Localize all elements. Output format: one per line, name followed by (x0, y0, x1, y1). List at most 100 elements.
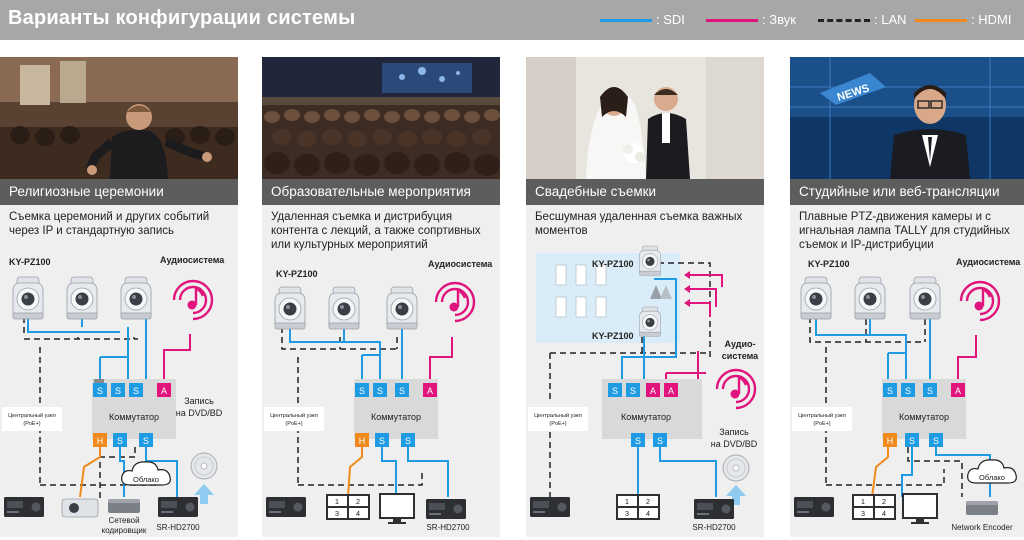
photo-wedding (526, 57, 764, 179)
port-sdi-in-1-label: S (612, 386, 618, 396)
central-unit-label-1: Центральный узел (798, 412, 846, 419)
port-sdi-out-2-label: S (657, 436, 663, 446)
dvd-disc-icon (722, 454, 750, 482)
port-audio-in-1 (646, 383, 660, 397)
dvd-record-label-1: Запись (184, 396, 214, 406)
central-unit-box (264, 407, 324, 431)
port-sdi-in-3 (395, 383, 409, 397)
audio-system-label-1: Аудио- (724, 339, 755, 349)
port-audio-in-2-label: A (668, 386, 674, 396)
port-hdmi-out (355, 433, 369, 447)
legend-lan-label: : LAN (874, 12, 907, 27)
switcher-label: Коммутатор (109, 412, 159, 422)
audio-system-icon (715, 368, 757, 410)
port-sdi-in-1 (883, 383, 897, 397)
port-sdi-in-2 (901, 383, 915, 397)
legend-hdmi-swatch (915, 19, 967, 22)
port-sdi-in-3 (129, 383, 143, 397)
recorder-device-2 (426, 499, 466, 519)
photo-religious (0, 57, 238, 179)
central-unit-label-1: Центральный узел (8, 412, 56, 419)
port-audio-in (157, 383, 171, 397)
camera-model-label: KY-PZ100 (276, 269, 318, 279)
port-sdi-in-1 (93, 383, 107, 397)
central-unit-label-2: (PoE+) (549, 421, 566, 427)
multiview-cell-1: 1 (861, 497, 865, 506)
header-bar: Варианты конфигурации системы : SDI : Зв… (0, 0, 1024, 40)
multiview-display: 1 2 3 4 (616, 494, 660, 520)
program-monitor (379, 493, 415, 524)
panel-studio: NEWS Студийные или веб-трансляции Плавны… (790, 57, 1024, 537)
multiview-cell-3: 3 (335, 509, 339, 518)
multiview-cell-2: 2 (882, 497, 886, 506)
audio-line (957, 335, 977, 383)
dvd-disc-icon (190, 452, 218, 480)
port-sdi-out-1 (375, 433, 389, 447)
ptz-camera-2 (66, 276, 98, 320)
panel-wedding-banner: Свадебные съемки (526, 179, 764, 205)
ptz-camera-1 (639, 245, 661, 276)
multiview-cell-3: 3 (625, 509, 629, 518)
port-sdi-in-1 (355, 383, 369, 397)
camera-model-label: KY-PZ100 (808, 259, 850, 269)
camera-model-label-bottom: KY-PZ100 (592, 331, 634, 341)
switcher-label: Коммутатор (899, 412, 949, 422)
panel-studio-title: Студийные или веб-трансляции (799, 184, 1000, 199)
ptz-camera-3 (386, 286, 418, 330)
panel-education-title: Образовательные мероприятия (271, 184, 471, 199)
recorder-device-1 (266, 497, 306, 517)
dvd-record-label-1: Запись (719, 427, 749, 437)
recorder-device-1 (530, 497, 570, 517)
network-encoder-box (966, 501, 998, 515)
recorder-device-1 (4, 497, 44, 517)
hdmi-line (871, 439, 889, 498)
legend-sdi-label: : SDI (656, 12, 685, 27)
diagram-studio: KY-PZ100 Аудиосистема S S S A Коммутатор… (792, 257, 1021, 532)
multiview-display: 1 2 3 4 (852, 494, 896, 520)
port-audio-in-2 (664, 383, 678, 397)
audio-system-icon (959, 280, 1001, 322)
panel-religious-description: Съемка церемоний и других событий через … (9, 211, 210, 237)
port-sdi-in-3-label: S (927, 386, 933, 396)
panel-studio-description: Плавные PTZ-движения камеры и с игнальна… (799, 211, 1010, 251)
ptz-camera-1 (274, 286, 306, 330)
network-encoder-label-2: кодировщик (102, 526, 147, 535)
port-sdi-out-1-label: S (909, 436, 915, 446)
panel-education: Образовательные мероприятия Удаленная съ… (262, 57, 500, 537)
multiview-cell-2: 2 (356, 497, 360, 506)
port-sdi-in-2 (626, 383, 640, 397)
port-sdi-out-2 (139, 433, 153, 447)
page-title: Варианты конфигурации системы (8, 7, 356, 29)
audio-lines (665, 274, 723, 383)
ptz-camera-2 (328, 286, 360, 330)
central-unit-label-2: (PoE+) (285, 421, 302, 427)
photo-studio: NEWS (790, 57, 1024, 179)
multiview-cell-1: 1 (335, 497, 339, 506)
panel-religious-banner: Религиозные церемонии (0, 179, 238, 205)
hdmi-line (79, 439, 101, 498)
port-sdi-in-2-label: S (377, 386, 383, 396)
switcher-label: Коммутатор (371, 412, 421, 422)
dvd-record-label-2: на DVD/BD (711, 439, 758, 449)
port-audio-in-label: A (955, 386, 961, 396)
panel-wedding-description: Бесшумная удаленная съемка важных момент… (535, 211, 743, 237)
port-sdi-out-2 (653, 433, 667, 447)
central-unit-box (792, 407, 852, 431)
audio-system-label: Аудиосистема (160, 255, 225, 265)
audio-line (429, 337, 453, 379)
sdi-lines (621, 278, 717, 497)
central-unit-label-2: (PoE+) (813, 421, 830, 427)
audio-system-label-2: система (722, 351, 759, 361)
port-hdmi-out (93, 433, 107, 447)
multiview-cell-4: 4 (882, 509, 886, 518)
multiview-cell-4: 4 (646, 509, 650, 518)
port-sdi-in-1-label: S (887, 386, 893, 396)
cloud-label: Облако (133, 475, 159, 484)
dvd-record-label-2: на DVD/BD (176, 408, 223, 418)
port-sdi-in-2-label: S (630, 386, 636, 396)
diagram-religious: KY-PZ100 Аудиосистема S S S A Коммутатор… (2, 255, 225, 535)
port-sdi-in-3-label: S (133, 386, 139, 396)
port-sdi-in-3 (923, 383, 937, 397)
panel-education-banner: Образовательные мероприятия (262, 179, 500, 205)
panel-wedding-title: Свадебные съемки (535, 184, 657, 199)
